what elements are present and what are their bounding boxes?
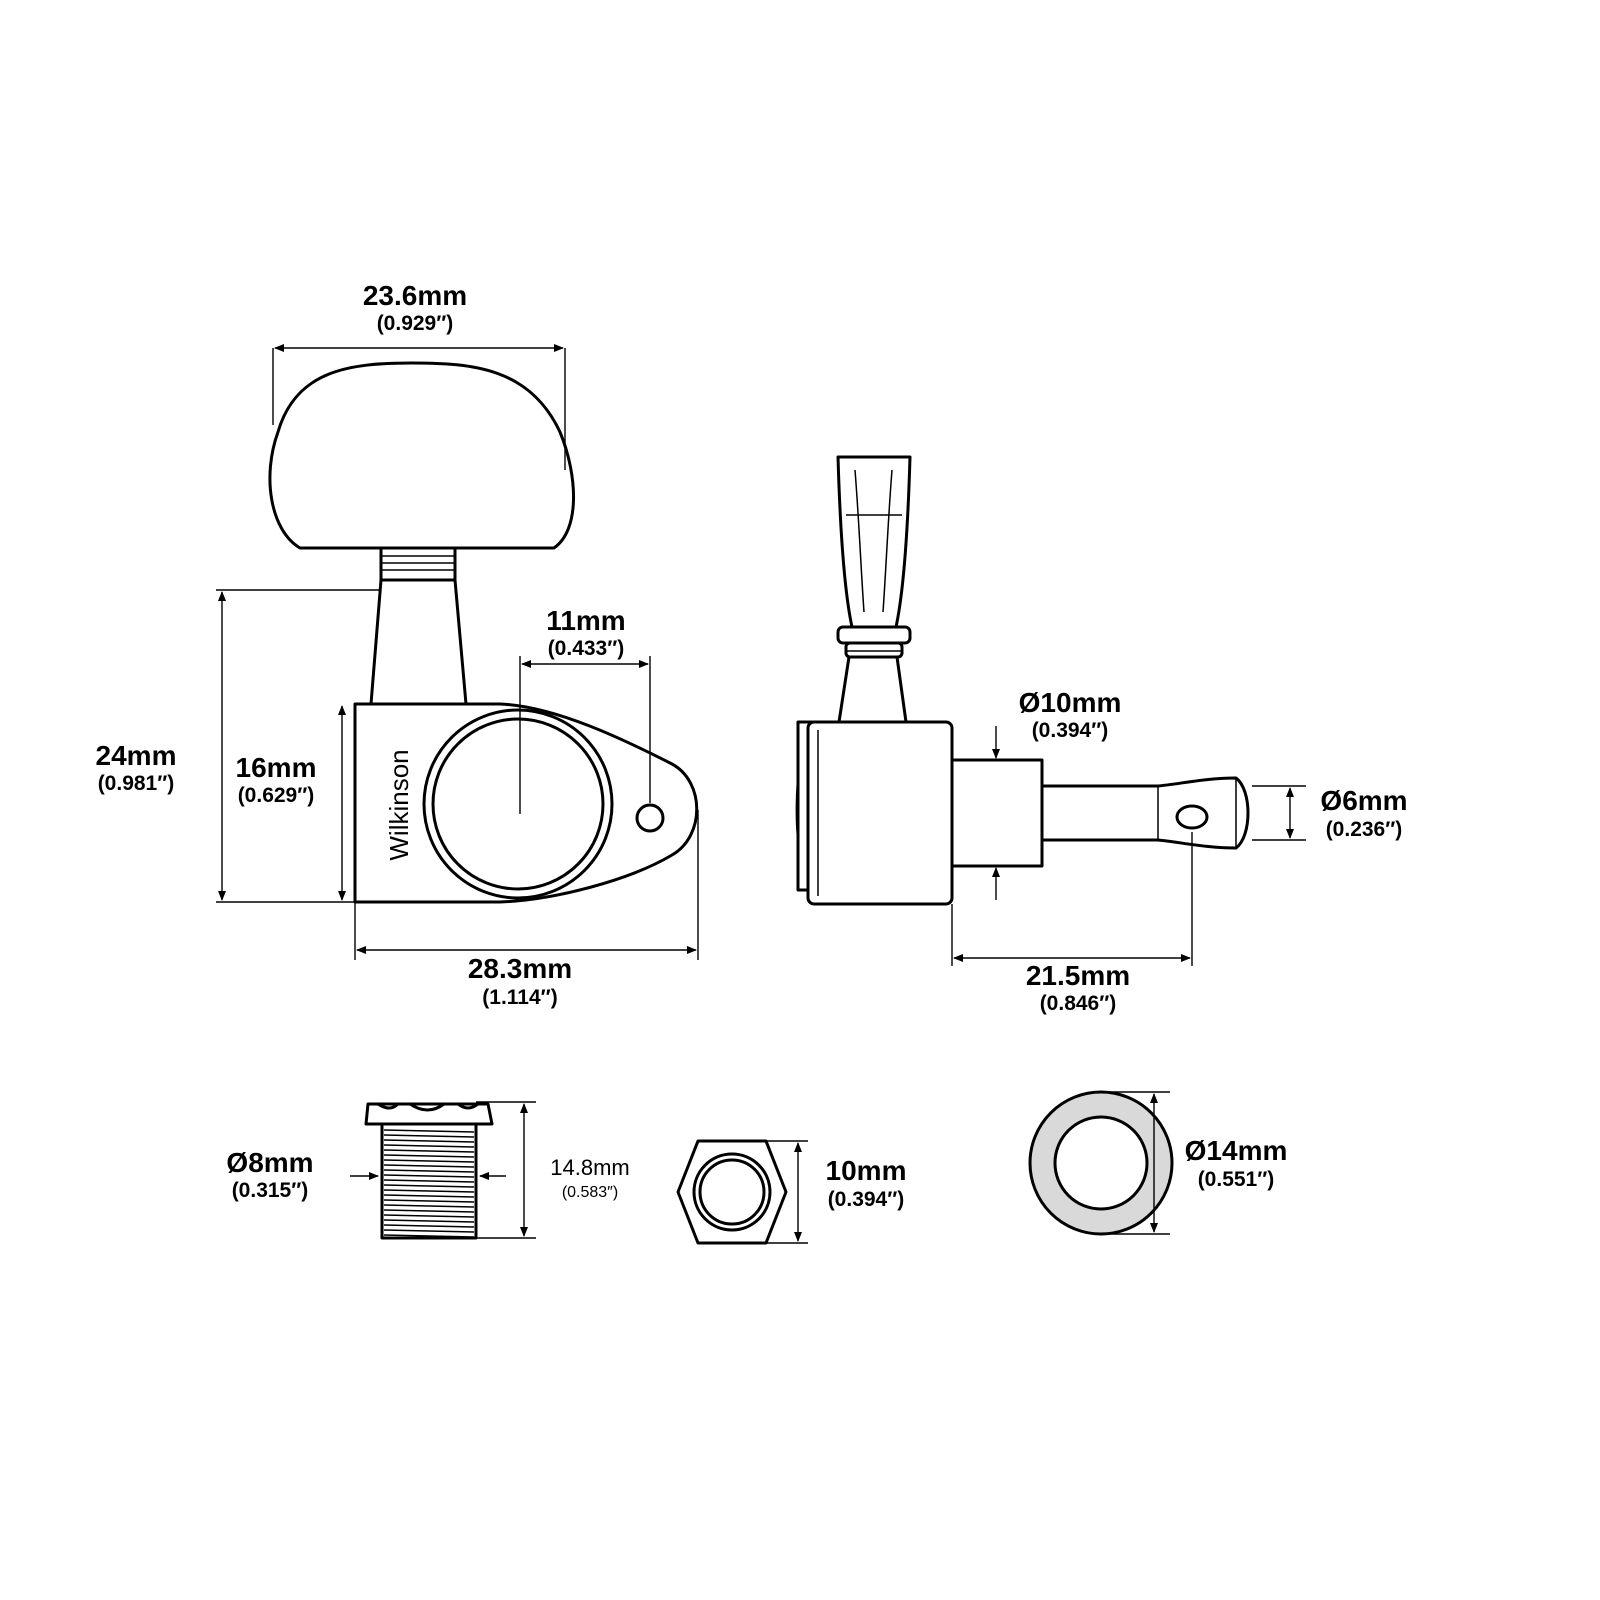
housing-height-inch: (0.629″) [238, 784, 315, 807]
tuner-side-view [795, 455, 1250, 906]
washer-diameter-mm: Ø14mm [1185, 1135, 1288, 1166]
dimension-lines [216, 344, 1306, 966]
housing-length-inch: (1.114″) [482, 986, 557, 1009]
knob-collar [379, 546, 457, 582]
hex-nut-dimension-lines [766, 1140, 808, 1244]
ferrule-length-inch: (0.583″) [562, 1184, 618, 1201]
dimension-labels: 23.6mm (0.929″) 24mm (0.981″) 16mm (0.62… [96, 280, 1408, 1211]
housing-height-mm: 16mm [236, 752, 317, 783]
tuner-knob [268, 361, 575, 550]
post-to-hole-inch: (0.433″) [548, 637, 625, 660]
string-post [1040, 776, 1250, 850]
overall-height-mm: 24mm [96, 740, 177, 771]
ferrule-diameter-mm: Ø8mm [226, 1147, 313, 1178]
side-housing [806, 720, 954, 906]
threaded-ferrule [364, 1102, 494, 1240]
side-bushing [950, 758, 1044, 868]
post-length-inch: (0.846″) [1040, 992, 1117, 1015]
overall-height-inch: (0.981″) [98, 772, 175, 795]
post-diameter-mm: Ø6mm [1320, 785, 1407, 816]
post-to-hole-mm: 11mm [546, 605, 625, 636]
housing-length-mm: 28.3mm [468, 953, 572, 984]
bushing-diameter-mm: Ø10mm [1019, 687, 1122, 718]
knob-width-inch: (0.929″) [377, 312, 454, 335]
ferrule-dimension-lines [350, 1101, 536, 1239]
washer-dimension-lines [1101, 1091, 1170, 1235]
hex-nut [676, 1139, 788, 1245]
string-post-hole [1175, 804, 1209, 830]
knob-shaft [369, 578, 468, 706]
tuner-front-view: Wilkinson [268, 361, 699, 904]
hex-nut-mm: 10mm [826, 1155, 907, 1186]
hex-nut-inch: (0.394″) [828, 1188, 905, 1211]
mounting-hole [635, 803, 665, 833]
washer [1028, 1090, 1174, 1236]
brand-logo-text: Wilkinson [384, 749, 414, 860]
side-knob [836, 455, 912, 629]
post-diameter-inch: (0.236″) [1326, 818, 1403, 841]
post-length-mm: 21.5mm [1026, 960, 1130, 991]
washer-diameter-inch: (0.551″) [1198, 1168, 1275, 1191]
ferrule-length-mm: 14.8mm [550, 1155, 629, 1180]
ferrule-diameter-inch: (0.315″) [232, 1179, 309, 1202]
bushing-diameter-inch: (0.394″) [1032, 719, 1109, 742]
side-shaft [837, 655, 908, 724]
knob-width-mm: 23.6mm [363, 280, 467, 311]
gear-cover [422, 708, 614, 900]
